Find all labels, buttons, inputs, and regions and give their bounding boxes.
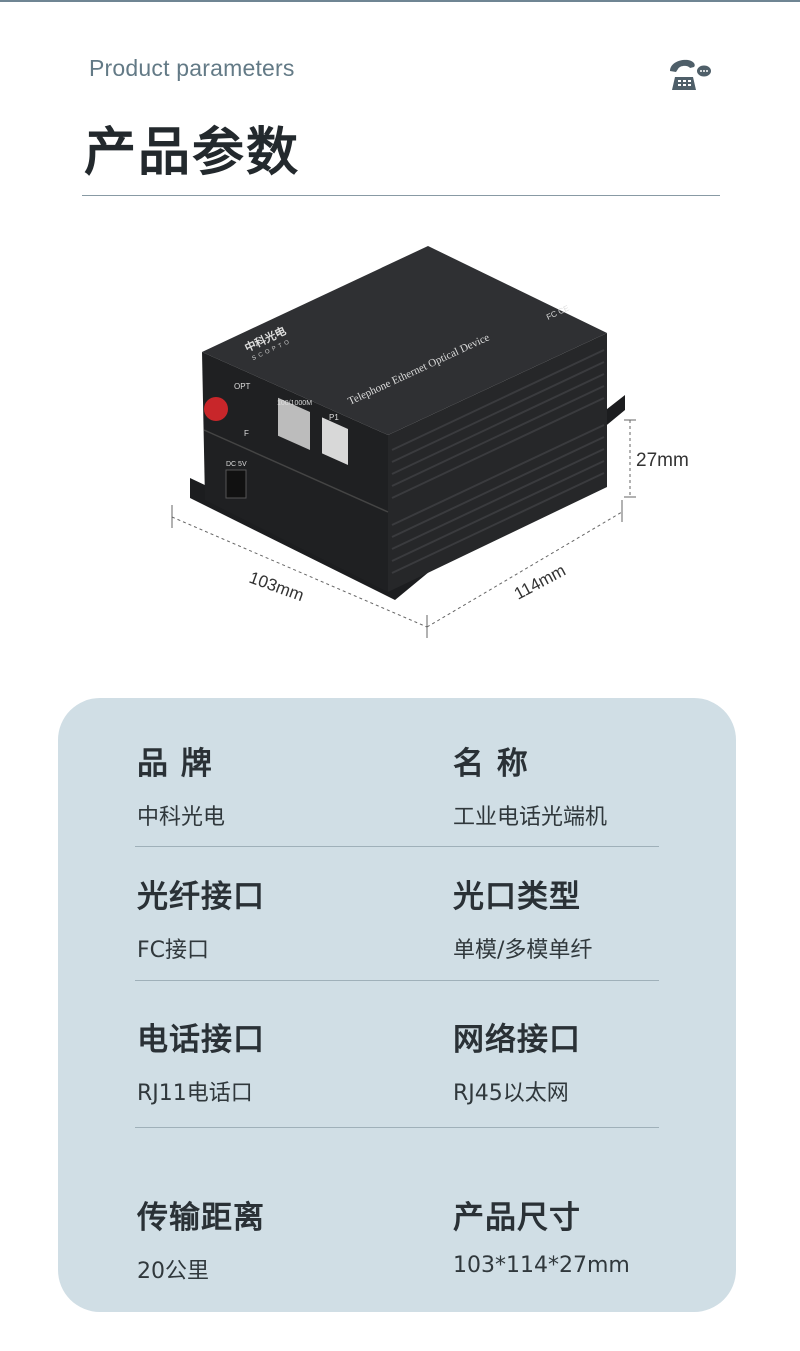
device-front [202,352,388,592]
row-divider [135,1127,659,1128]
param-network-interface: 网络接口 RJ45以太网 [453,1014,581,1107]
dc-jack [225,469,247,499]
param-value: RJ45以太网 [453,1081,569,1106]
mount-plate [190,395,625,600]
header-divider [82,195,720,196]
param-fiber-interface: 光纤接口 FC接口 [137,871,265,964]
label-p1: P1 [329,413,339,422]
label-f: F [244,429,249,438]
param-value: RJ11电话口 [137,1081,253,1106]
param-label: 名 称 [453,746,529,782]
param-label: 网络接口 [453,1022,581,1058]
param-label: 传输距离 [137,1200,265,1236]
param-label: 产品尺寸 [453,1200,581,1236]
label-eth: 100/1000M [277,400,312,407]
row-divider [135,846,659,847]
param-value: 103*114*27mm [453,1253,630,1278]
param-name: 名 称工业电话光端机 [453,738,607,831]
label-dc: DC 5V [226,461,247,468]
dim-depth: 114mm [511,561,569,604]
param-value: 20公里 [137,1259,209,1284]
param-distance: 传输距离 20公里 [137,1192,265,1285]
param-value: 单模/多模单纤 [453,938,593,963]
top-border [0,0,800,2]
section-subtitle: Product parameters [89,55,295,81]
param-value: 工业电话光端机 [453,805,608,830]
product-image: OPT F 100/1000M P1 DC 5V Telephone Ether… [171,246,689,638]
param-phone-interface: 电话接口 RJ11电话口 [137,1014,265,1107]
param-value: 中科光电 [137,805,226,830]
device-top [202,246,607,435]
rj11-port [322,417,348,465]
param-brand: 品 牌中科光电 [137,738,225,831]
row-divider [135,980,659,981]
dim-width: 103mm [247,568,307,605]
param-size: 产品尺寸 103*114*27mm [453,1192,630,1278]
param-label: 光纤接口 [137,879,265,915]
param-label: 电话接口 [137,1022,265,1058]
param-label: 品 牌 [137,746,213,782]
dim-height: 27mm [636,450,689,471]
param-label: 光口类型 [453,879,581,915]
rj45-port [278,397,310,451]
fc-connector [204,397,228,421]
param-value: FC接口 [137,938,210,963]
telephone-icon [670,59,711,90]
param-fiber-type: 光口类型单模/多模单纤 [453,871,592,964]
page-title: 产品参数 [84,123,301,183]
label-opt: OPT [234,382,251,391]
